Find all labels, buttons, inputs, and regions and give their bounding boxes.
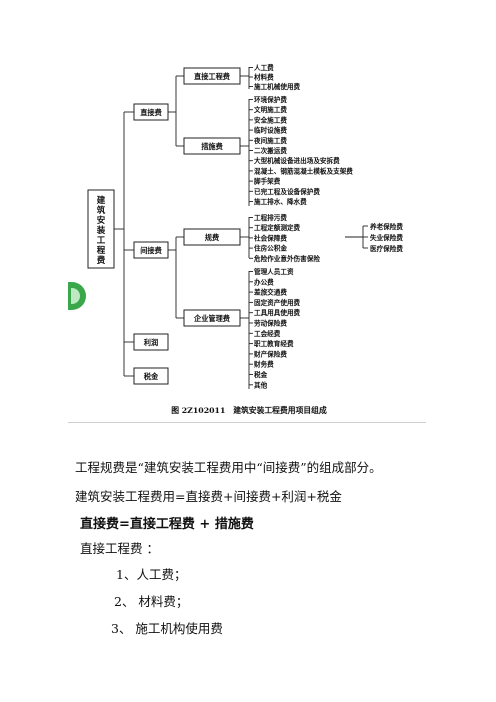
social-security-item: 失业保险费 bbox=[370, 233, 403, 242]
measures-item: 临时设施费 bbox=[254, 126, 287, 135]
fees-item: 工程定额测定费 bbox=[254, 223, 301, 232]
mgmt-item: 劳动保险费 bbox=[254, 319, 287, 328]
root-char: 安 bbox=[97, 215, 106, 226]
fees-item: 工程排污费 bbox=[254, 213, 287, 222]
root-char: 费 bbox=[97, 255, 106, 266]
mgmt-item: 职工教育经费 bbox=[254, 339, 294, 348]
root-char: 筑 bbox=[97, 205, 106, 216]
root-char: 程 bbox=[97, 245, 106, 256]
root-char: 建 bbox=[96, 195, 106, 206]
tax-label: 税金 bbox=[144, 372, 159, 381]
list-item: 2、 材料费； bbox=[114, 594, 189, 609]
mgmt-item: 财产保险费 bbox=[253, 349, 287, 358]
cost-structure-diagram: 建 筑 安 装 工 程 费 直接费 间接费 利润 税金 直接工程费 措施费 规费… bbox=[87, 63, 403, 415]
fees-item: 社会保障费 bbox=[253, 233, 287, 242]
measures-item: 文明施工费 bbox=[254, 105, 287, 114]
body-line-3: 直接费=直接工程费 + 措施费 bbox=[80, 517, 254, 532]
direct-eng-item: 材料费 bbox=[253, 73, 274, 82]
measures-item: 二次搬运费 bbox=[254, 146, 287, 155]
mgmt-item: 税金 bbox=[254, 370, 268, 379]
measures-item: 环境保护费 bbox=[254, 95, 287, 104]
social-security-item: 医疗保险费 bbox=[370, 244, 403, 253]
direct-eng-item: 人工费 bbox=[254, 63, 274, 72]
list-item: 3、 施工机构使用费 bbox=[111, 621, 223, 636]
measures-item: 施工排水、降水费 bbox=[254, 197, 307, 206]
measures-item: 脚手架费 bbox=[254, 177, 281, 186]
root-char: 工 bbox=[97, 236, 106, 246]
root-char: 装 bbox=[96, 225, 106, 236]
measures-item: 夜间施工费 bbox=[253, 136, 287, 145]
mgmt-item: 工会经费 bbox=[254, 329, 281, 338]
measures-item: 已完工程及设备保护费 bbox=[254, 187, 320, 196]
measures-item: 安全施工费 bbox=[254, 115, 287, 124]
profit-label: 利润 bbox=[143, 338, 158, 347]
measures-cost-label: 措施费 bbox=[201, 142, 223, 151]
enterprise-mgmt-fee-label: 企业管理费 bbox=[193, 314, 230, 323]
fees-item: 住房公积金 bbox=[254, 244, 287, 253]
measures-item: 大型机械设备进出场及安拆费 bbox=[254, 156, 340, 165]
measures-item: 混凝土、钢筋混凝土模板及支架费 bbox=[254, 166, 353, 175]
body-line-4: 直接工程费 ： bbox=[80, 541, 159, 556]
mgmt-item: 差旅交通费 bbox=[254, 288, 287, 297]
fees-item: 危险作业意外伤害保险 bbox=[253, 254, 320, 263]
mgmt-item: 管理人员工资 bbox=[254, 267, 294, 276]
body-line-1: 工程规费是“建筑安装工程费用中“间接费”的组成部分。 bbox=[75, 460, 382, 475]
profit-box bbox=[133, 333, 169, 351]
direct-cost-label: 直接费 bbox=[140, 108, 162, 117]
figure-caption: 图 2Z102011 建筑安装工程费用项目组成 bbox=[171, 405, 327, 415]
mgmt-item: 工具用具使用费 bbox=[254, 308, 301, 317]
mgmt-item: 办公费 bbox=[254, 277, 274, 286]
list-item: 1、人工费； bbox=[116, 567, 187, 582]
social-security-item: 养老保险费 bbox=[369, 222, 403, 231]
side-tab-icon[interactable] bbox=[68, 282, 86, 310]
root-box bbox=[87, 189, 115, 269]
direct-eng-item: 施工机械使用费 bbox=[254, 82, 301, 91]
mgmt-item: 固定资产使用费 bbox=[254, 298, 301, 307]
statutory-fees-label: 规费 bbox=[204, 233, 219, 242]
direct-engineering-cost-label: 直接工程费 bbox=[194, 72, 230, 81]
indirect-cost-label: 间接费 bbox=[140, 246, 162, 255]
tax-box bbox=[133, 367, 169, 385]
mgmt-item: 其他 bbox=[254, 380, 268, 389]
divider bbox=[68, 422, 426, 423]
mgmt-item: 财务费 bbox=[253, 360, 274, 369]
body-line-2: 建筑安装工程费用=直接费+间接费+利润+税金 bbox=[75, 489, 342, 504]
